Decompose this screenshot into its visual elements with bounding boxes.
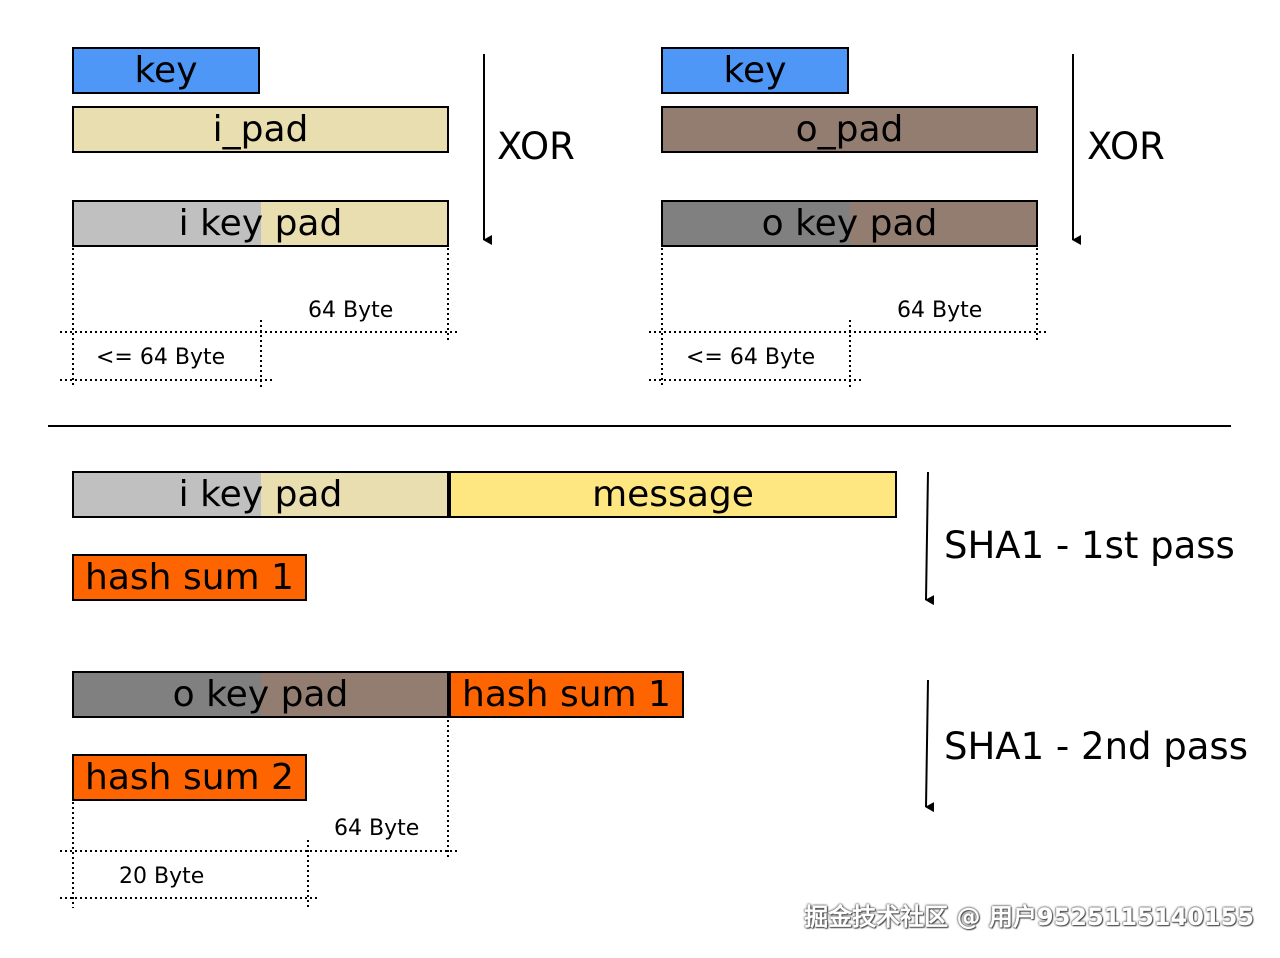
- o-pad-label: o_pad: [795, 108, 904, 150]
- dim-key-byte-left: <= 64 Byte: [96, 345, 226, 370]
- pass2-o-key-pad-label: o key pad: [172, 673, 349, 715]
- i-key-pad-block: i key pad: [72, 200, 449, 247]
- pass1-i-key-pad-block: i key pad: [72, 471, 449, 518]
- o-key-pad-key-portion: [663, 202, 850, 245]
- dim-64-byte-left: 64 Byte: [308, 298, 394, 323]
- pass1-key-portion: [74, 473, 261, 516]
- watermark: 掘金技术社区 @ 用户9525115140155: [804, 903, 1254, 931]
- dimension-guides-left: [60, 248, 460, 388]
- o-key-pad-label: o key pad: [761, 202, 938, 244]
- hash-sum-2-block: hash sum 2: [72, 754, 307, 801]
- dimension-guides-bottom: [60, 720, 460, 908]
- dim-64-byte-right: 64 Byte: [897, 298, 983, 323]
- message-label: message: [592, 473, 754, 515]
- o-key-pad-block: o key pad: [661, 200, 1038, 247]
- hash-sum-1-label: hash sum 1: [85, 556, 294, 598]
- i-pad-block: i_pad: [72, 106, 449, 153]
- i-key-pad-label: i key pad: [178, 202, 343, 244]
- key-label: key: [723, 49, 787, 91]
- key-block-right: key: [661, 47, 849, 94]
- i-pad-label: i_pad: [212, 108, 309, 150]
- pass2-key-portion: [74, 673, 261, 716]
- o-pad-block: o_pad: [661, 106, 1038, 153]
- hash-sum-1-block: hash sum 1: [72, 554, 307, 601]
- key-label: key: [134, 49, 198, 91]
- pass2-hash-sum-1-label: hash sum 1: [462, 673, 671, 715]
- dim-64-byte-bottom: 64 Byte: [334, 816, 420, 841]
- sha1-arrow-1st: [925, 471, 935, 606]
- hash-sum-2-label: hash sum 2: [85, 756, 294, 798]
- sha1-1st-pass-label: SHA1 - 1st pass: [944, 524, 1235, 567]
- pass2-hash-sum-1-block: hash sum 1: [449, 671, 684, 718]
- dim-key-byte-right: <= 64 Byte: [686, 345, 816, 370]
- i-key-pad-key-portion: [74, 202, 261, 245]
- dimension-guides-right: [649, 248, 1049, 388]
- dim-20-byte: 20 Byte: [119, 864, 205, 889]
- xor-label-right: XOR: [1087, 125, 1165, 168]
- xor-label-left: XOR: [497, 125, 575, 168]
- message-block: message: [449, 471, 897, 518]
- pass2-o-key-pad-block: o key pad: [72, 671, 449, 718]
- sha1-2nd-pass-label: SHA1 - 2nd pass: [944, 725, 1248, 768]
- sha1-arrow-2nd: [925, 679, 935, 813]
- key-block-left: key: [72, 47, 260, 94]
- pass1-i-key-pad-label: i key pad: [178, 473, 343, 515]
